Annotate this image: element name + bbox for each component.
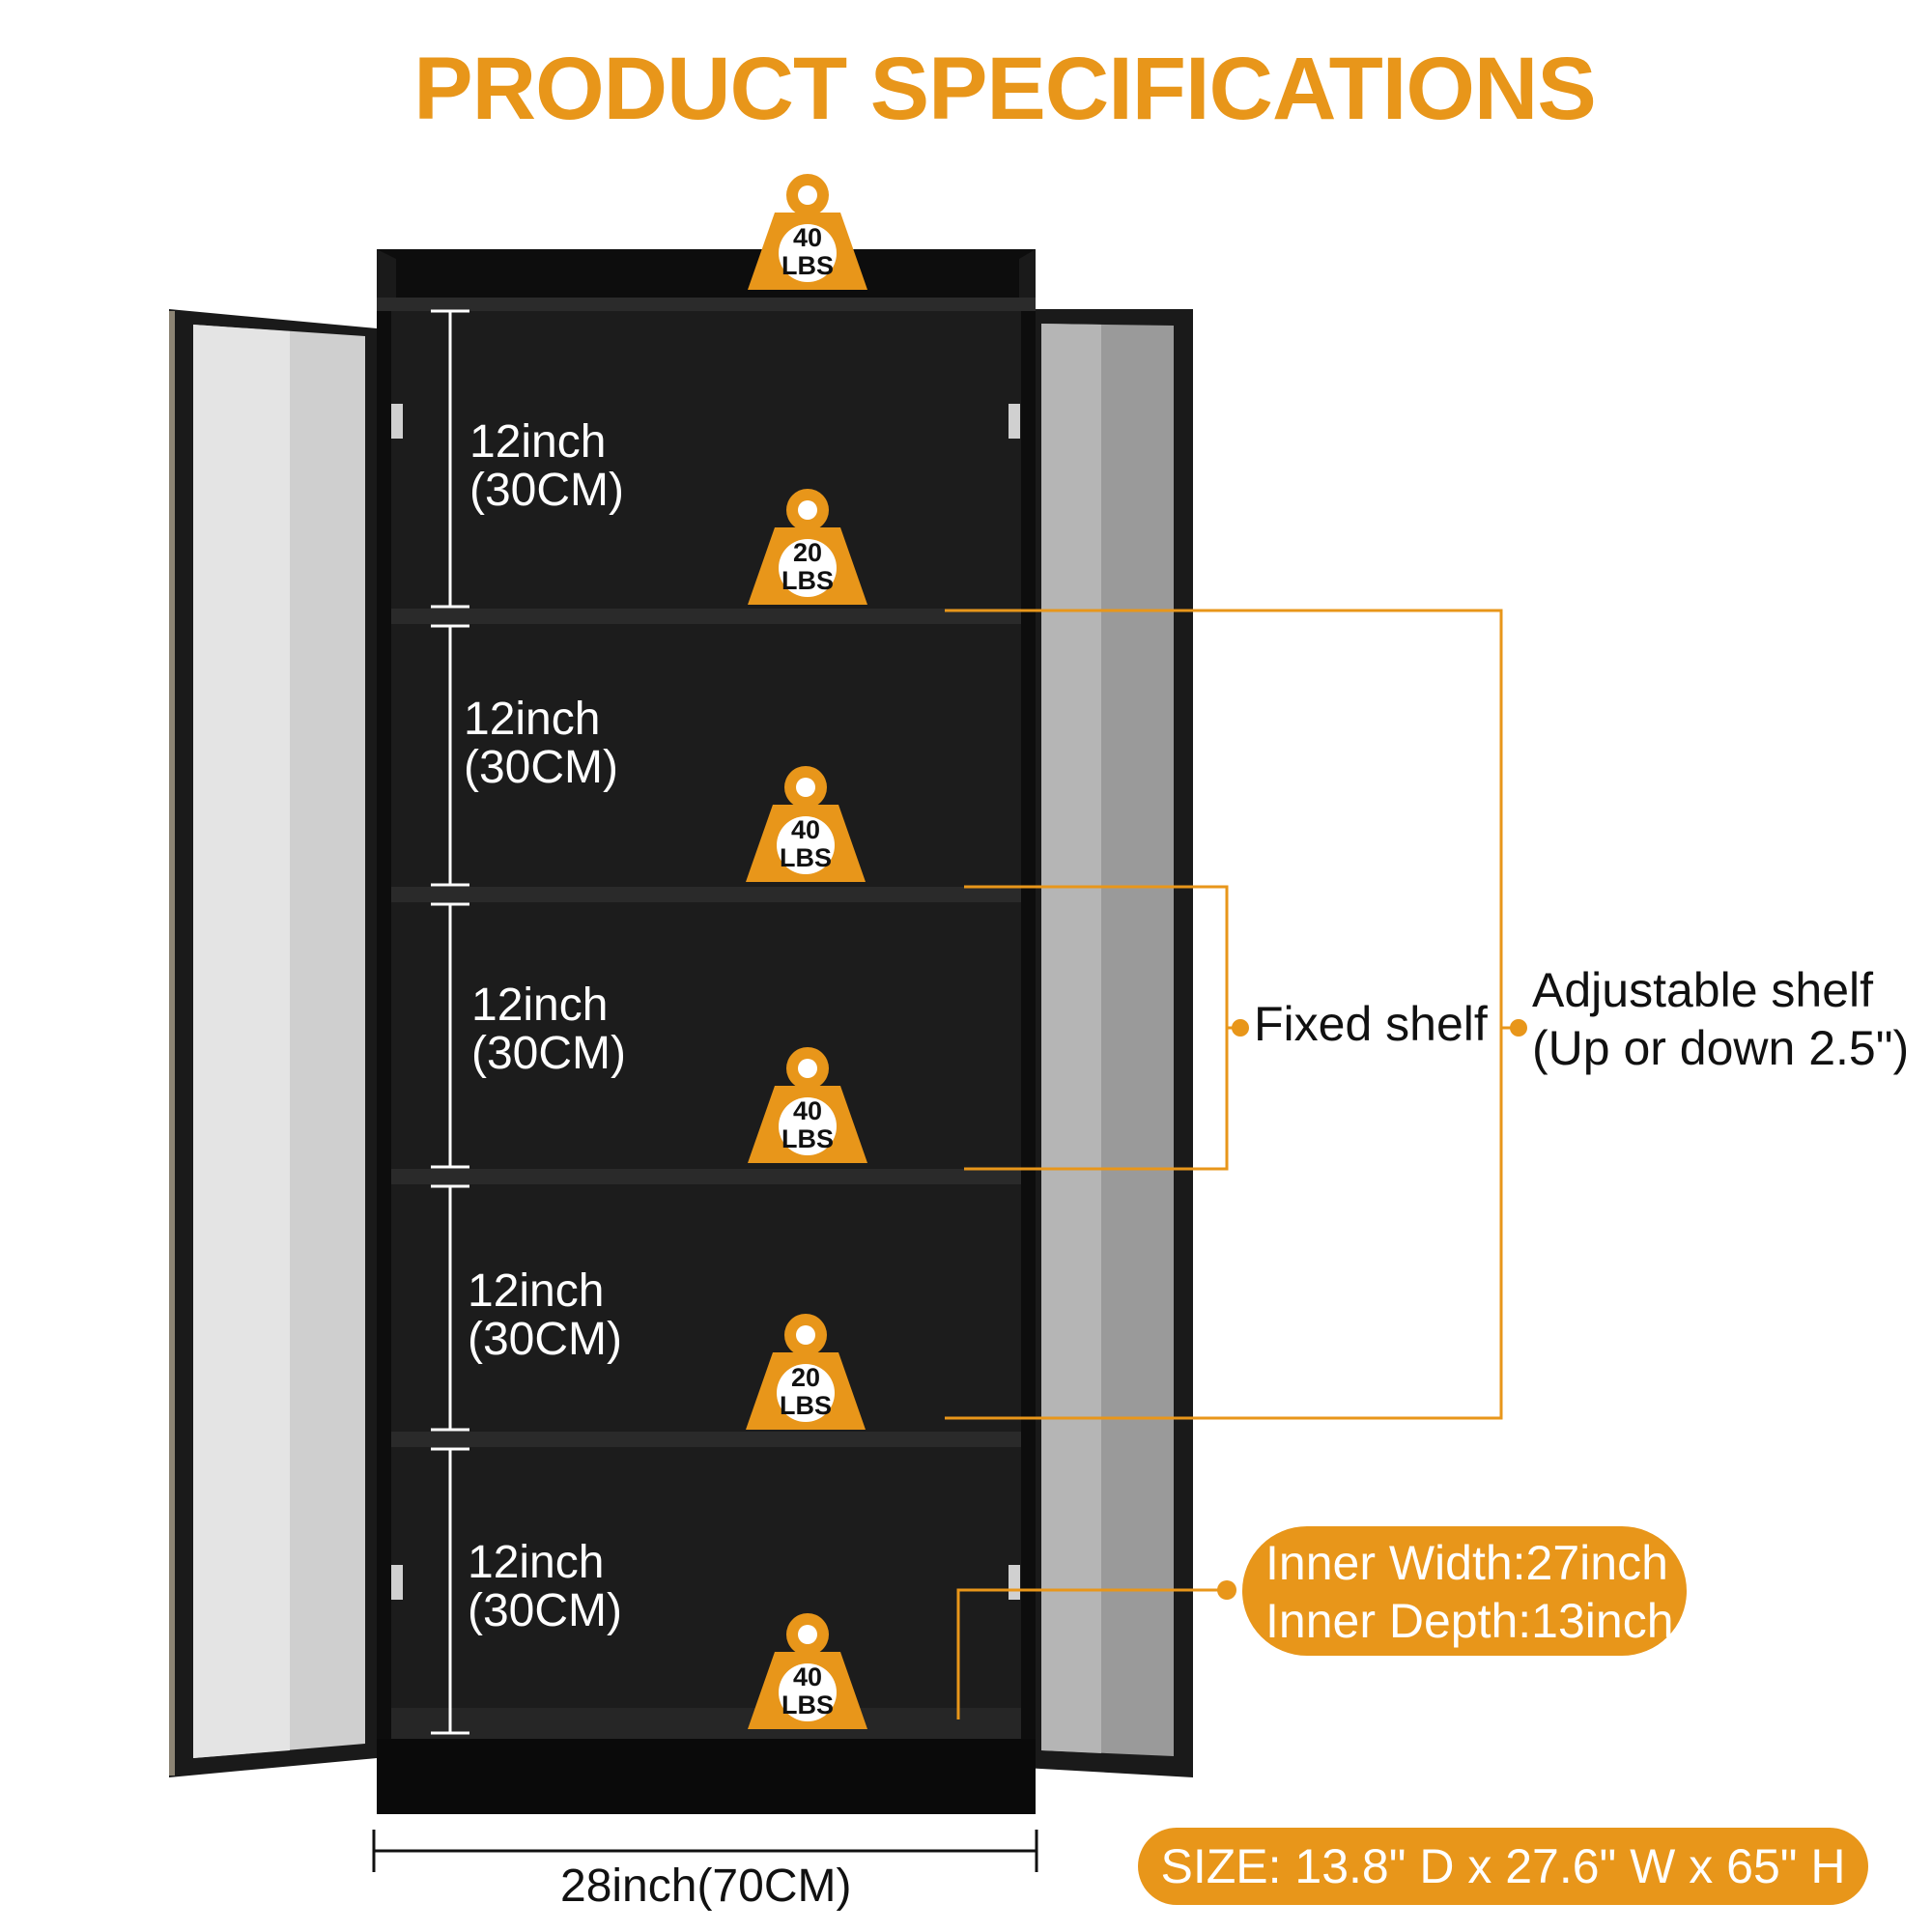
width-label: 28inch(70CM) [560,1861,852,1912]
weight-icon: 40 LBS [746,170,869,294]
inner-depth: Inner Depth:13inch [1265,1594,1674,1648]
shelf-height-inch: 12inch [471,980,609,1031]
shelf-height-label: 12inch (30CM) [468,1539,622,1635]
shelf-weight-unit: LBS [780,843,832,872]
page-title: PRODUCT SPECIFICATIONS [413,40,1596,138]
shelf-height-inch: 12inch [464,694,601,745]
shelf-height-label: 12inch (30CM) [471,981,626,1078]
weight-icon: 40 LBS [744,762,867,886]
shelf-weight-unit: LBS [781,1124,834,1153]
shelf-weight-unit: LBS [781,566,834,595]
shelf-height-label: 12inch (30CM) [464,696,618,792]
shelf-height-inch: 12inch [468,1265,605,1317]
shelf-height-label: 12inch (30CM) [469,418,624,515]
shelf-weight-value: 20 [792,538,823,567]
weight-icon: 20 LBS [746,485,869,609]
weight-icon: 40 LBS [746,1043,869,1167]
top-weight-unit: LBS [781,251,834,280]
shelf-weight-value: 20 [790,1363,821,1392]
inner-dimensions-badge: Inner Width:27inch Inner Depth:13inch [1242,1526,1687,1656]
cabinet-body [377,249,1036,1814]
shelf-height-inch: 12inch [469,416,607,468]
adjustable-shelf-label: Adjustable shelf (Up or down 2.5") [1532,961,1909,1077]
size-badge: SIZE: 13.8" D x 27.6" W x 65" H [1138,1828,1868,1905]
shelf-weight-value: 40 [792,1662,823,1691]
fixed-shelf-label: Fixed shelf [1254,997,1488,1051]
shelf-weight-value: 40 [792,1096,823,1125]
weight-icon: 20 LBS [744,1310,867,1434]
width-dimension-line [372,1830,1038,1872]
height-dimension-lines [431,309,469,1735]
shelf-height-cm: (30CM) [464,742,619,793]
adjustable-shelf-note: (Up or down 2.5") [1532,1021,1910,1075]
shelf-height-label: 12inch (30CM) [468,1267,622,1364]
top-weight-value: 40 [792,223,823,252]
shelf-height-cm: (30CM) [469,465,625,516]
shelf-height-inch: 12inch [468,1537,605,1588]
callout-dots [1217,1019,1527,1600]
inner-width: Inner Width:27inch [1265,1536,1668,1590]
weight-icon: 40 LBS [746,1609,869,1733]
adjustable-shelf-title: Adjustable shelf [1532,963,1874,1017]
shelf-weight-unit: LBS [780,1391,832,1420]
shelf-height-cm: (30CM) [468,1314,623,1365]
right-door [1024,309,1193,1777]
shelf-weight-value: 40 [790,815,821,844]
left-door [169,309,377,1777]
shelf-height-cm: (30CM) [468,1585,623,1636]
shelf-weight-unit: LBS [781,1690,834,1719]
shelf-height-cm: (30CM) [471,1028,627,1079]
